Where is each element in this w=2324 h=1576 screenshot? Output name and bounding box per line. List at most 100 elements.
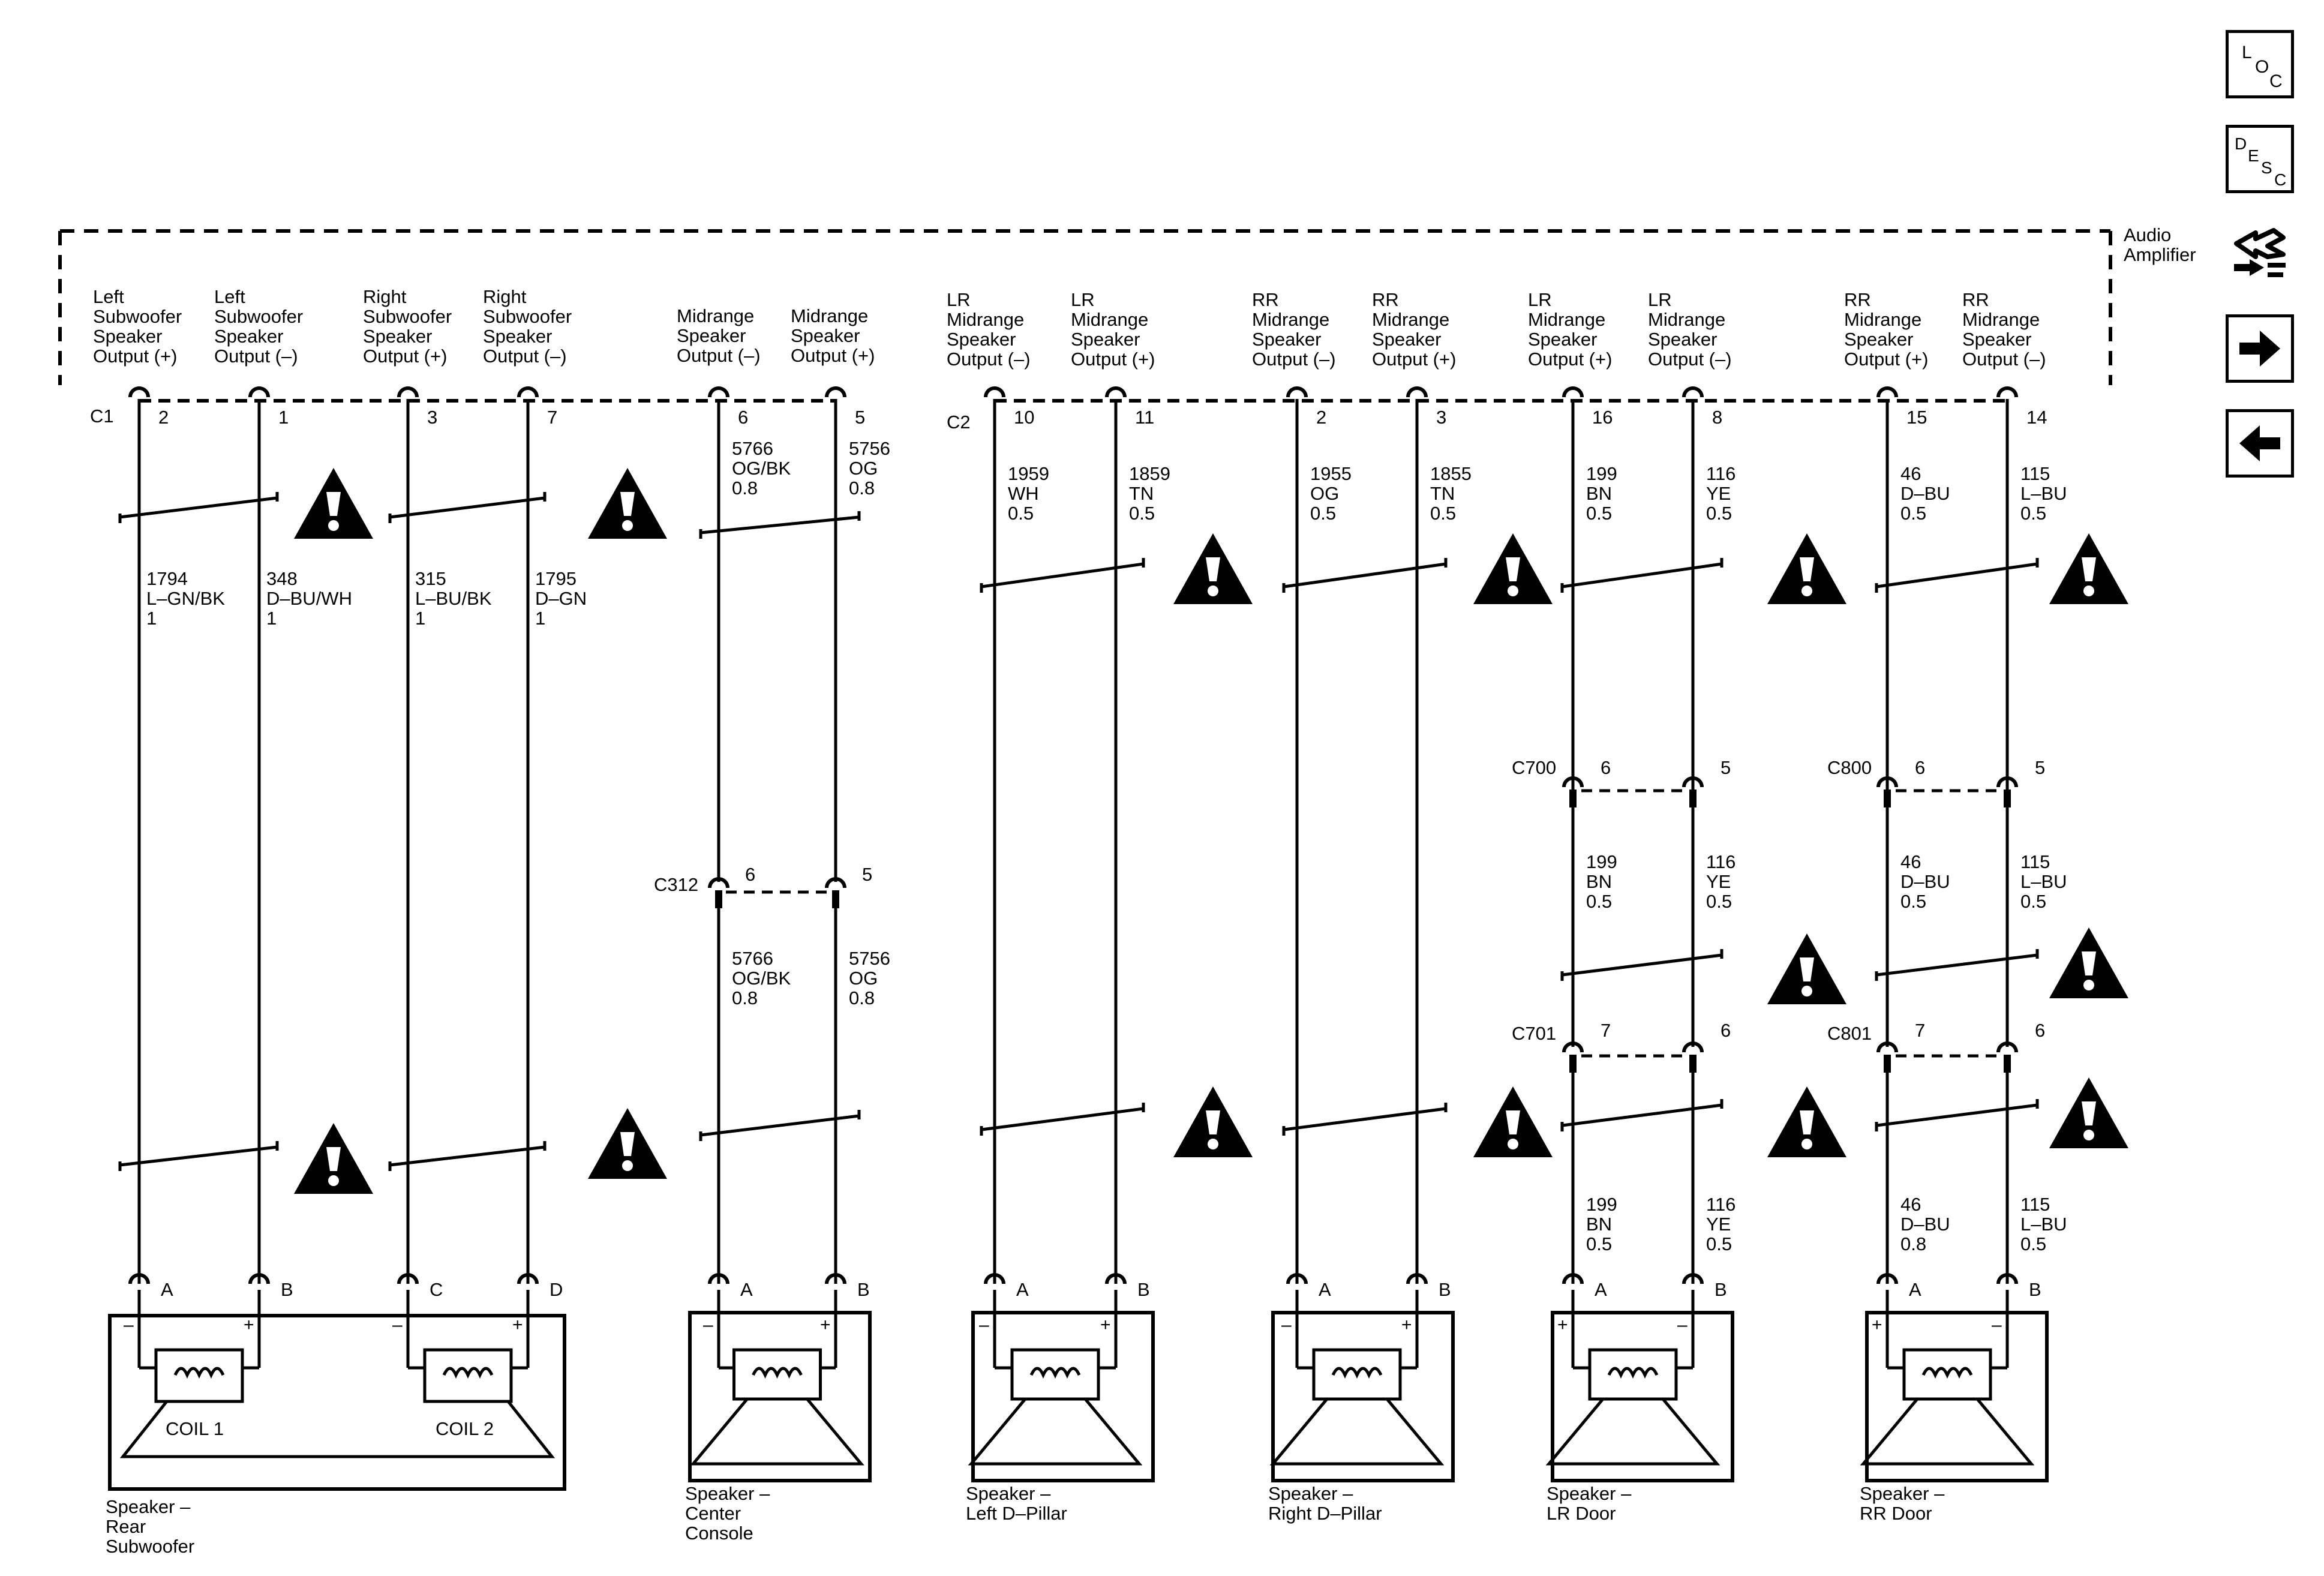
twisted-pair-mark <box>119 496 278 519</box>
inline-pin <box>1884 789 1891 807</box>
desc-button[interactable]: D E S C <box>2226 125 2294 193</box>
c312-pin-cavity <box>708 877 729 888</box>
pin-number: 3 <box>427 407 437 428</box>
terminal-cavity <box>708 1273 729 1284</box>
speaker-name: Speaker –RR Door <box>1860 1483 1945 1524</box>
speaker-name: Speaker –Left D–Pillar <box>966 1483 1067 1524</box>
caution-icon <box>1473 533 1553 604</box>
c7b-pin-cavity <box>1562 1041 1584 1053</box>
pin-number: 7 <box>1601 1020 1611 1041</box>
previous-button[interactable] <box>2226 409 2294 478</box>
caution-icon <box>588 1108 667 1179</box>
terminal-cavity <box>397 1273 419 1284</box>
polarity-mark: + <box>1100 1315 1111 1335</box>
next-button[interactable] <box>2226 314 2294 383</box>
coil-box <box>423 1348 513 1403</box>
polarity-mark: – <box>124 1315 134 1335</box>
c-pin-cavity <box>128 386 150 398</box>
pin-number: 3 <box>1436 407 1446 428</box>
caution-icon <box>2049 533 2128 604</box>
connector-c312-label: C312 <box>654 874 698 895</box>
caution-icon <box>588 468 667 539</box>
polarity-mark: – <box>1677 1315 1688 1335</box>
pin-number: 5 <box>862 864 872 885</box>
loc-glyph-1: L <box>2242 43 2252 62</box>
pin-number: 5 <box>2035 757 2045 778</box>
caution-icon <box>1473 1086 1553 1157</box>
twisted-pair-mark <box>1562 953 1722 977</box>
c7b-pin-cavity <box>1876 1041 1898 1053</box>
terminal-label: A <box>1016 1279 1029 1300</box>
twisted-pair-mark <box>389 1145 545 1167</box>
pin-number: 8 <box>1712 407 1722 428</box>
pin-number: 6 <box>745 864 755 885</box>
terminal-cavity <box>1105 1273 1127 1284</box>
speaker-symbol <box>1545 1348 1721 1466</box>
c-pin-cavity <box>517 386 539 398</box>
caution-icon <box>1767 933 1846 1004</box>
twisted-pair-mark <box>1283 1107 1446 1131</box>
coil-2-label: COIL 2 <box>436 1418 494 1439</box>
speaker-symbol <box>690 1348 864 1466</box>
caution-icon <box>1173 533 1253 604</box>
terminal-label: B <box>2029 1279 2041 1300</box>
connector-c2-label: C2 <box>947 412 971 433</box>
pin-number: 16 <box>1592 407 1613 428</box>
polarity-mark: – <box>1281 1315 1292 1335</box>
caution-icon <box>1173 1086 1253 1157</box>
terminal-label: B <box>1137 1279 1150 1300</box>
pin-number: 2 <box>158 407 169 428</box>
component-button[interactable] <box>2226 215 2294 293</box>
coil-1-label: COIL 1 <box>166 1418 224 1439</box>
inline-pin <box>1569 1055 1577 1073</box>
pin-number: 6 <box>2035 1020 2045 1041</box>
speaker-housing <box>1865 1311 2049 1482</box>
speaker-housing <box>1271 1311 1455 1482</box>
speaker-symbol <box>1269 1348 1445 1466</box>
polarity-mark: + <box>1401 1315 1412 1335</box>
c-pin-cavity <box>1562 386 1584 398</box>
caution-icon <box>294 1123 373 1194</box>
terminal-label: B <box>281 1279 293 1300</box>
terminal-label: A <box>161 1279 173 1300</box>
pin-number: 6 <box>738 407 748 428</box>
terminal-label: A <box>1319 1279 1331 1300</box>
terminal-label: A <box>1909 1279 1921 1300</box>
pin-number: 6 <box>1721 1020 1731 1041</box>
terminal-label: B <box>1715 1279 1727 1300</box>
terminal-label: A <box>1595 1279 1607 1300</box>
subwoofer-cone <box>119 1400 556 1458</box>
c-pin-cavity <box>1406 386 1428 398</box>
caution-icon <box>2049 927 2128 998</box>
caution-icon <box>1767 533 1846 604</box>
loc-button[interactable]: L O C <box>2226 30 2294 98</box>
inline-pin <box>1689 1055 1697 1073</box>
coil-box <box>154 1348 244 1403</box>
speaker-sub-housing <box>108 1314 566 1491</box>
speaker-name: Speaker –Right D–Pillar <box>1268 1483 1382 1524</box>
twisted-pair-mark <box>1876 953 2038 977</box>
c-pin-cavity <box>984 386 1005 398</box>
connector-pinout-icon <box>2234 228 2286 277</box>
twisted-pair-mark <box>981 562 1144 589</box>
terminal-cavity <box>825 1273 846 1284</box>
